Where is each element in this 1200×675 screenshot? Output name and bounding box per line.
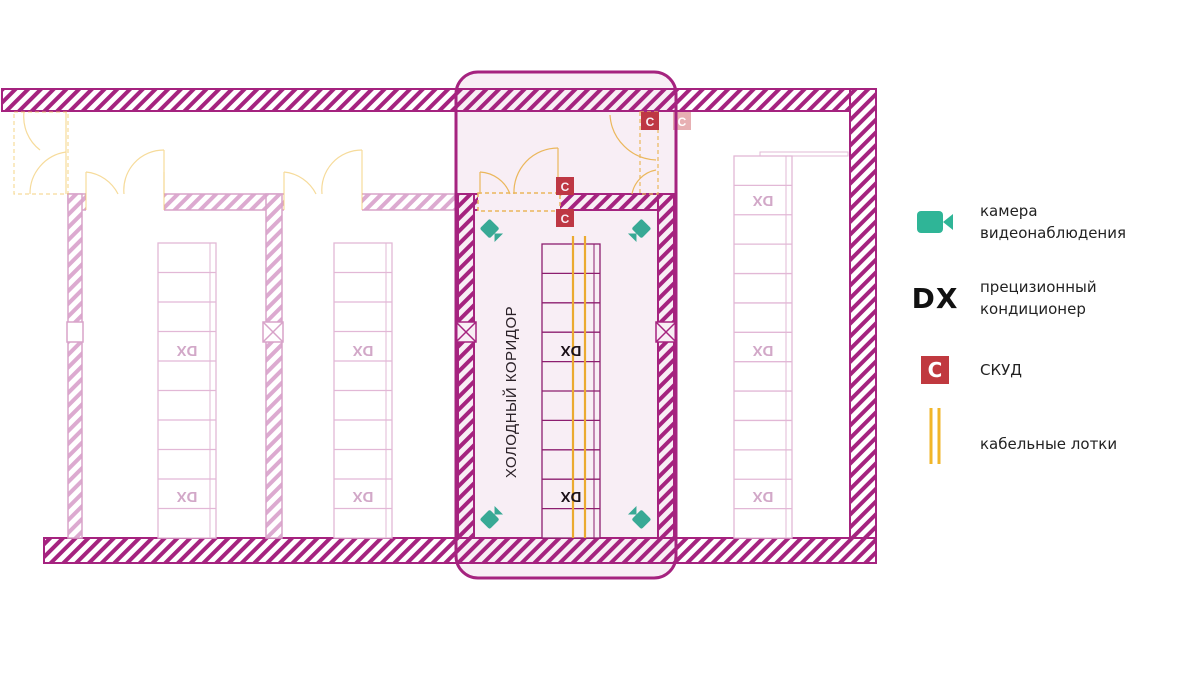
legend-camera-label: камера видеонаблюдения <box>980 202 1127 242</box>
dx-rack-label: DX <box>561 488 582 505</box>
cable-tray-icon <box>912 408 958 464</box>
server-rack <box>733 155 793 539</box>
dx-rack-label: DX <box>753 192 774 209</box>
wall-top <box>1 88 877 112</box>
dx-rack-label: DX <box>177 488 198 505</box>
wall-inner-left <box>67 193 83 539</box>
skud-reader: C <box>556 177 574 195</box>
cold-corridor-highlight <box>454 70 678 580</box>
server-rack <box>541 243 601 539</box>
server-rack <box>157 242 217 539</box>
dx-symbol: DX <box>911 281 959 315</box>
dx-rack-label: DX <box>353 488 374 505</box>
svg-text:C: C <box>561 212 570 226</box>
rack-group <box>157 151 849 539</box>
dx-rack-label: DX <box>561 342 582 359</box>
skud-symbol: C <box>921 356 949 384</box>
legend-skud: C СКУД <box>912 350 1022 390</box>
corridor-wall-left <box>457 193 475 539</box>
skud-reader: C <box>556 209 574 227</box>
dx-rack-label: DX <box>753 342 774 359</box>
wall-bottom <box>43 537 877 564</box>
legend-dx-label: прецизионный кондиционер <box>980 278 1097 318</box>
svg-text:C: C <box>561 180 570 194</box>
cable-tray <box>571 236 587 538</box>
legend-cable-label: кабельные лотки <box>980 435 1118 453</box>
wall-right <box>849 88 877 564</box>
legend-dx: DX прецизионный кондиционер <box>911 278 1097 318</box>
legend-camera: камера видеонаблюдения <box>912 202 1126 242</box>
dx-rack-label: DX <box>353 342 374 359</box>
svg-text:C: C <box>678 115 687 129</box>
corridor-wall-right <box>657 193 675 539</box>
video-camera-icon <box>912 202 958 242</box>
server-rack <box>333 242 393 539</box>
legend-cable: кабельные лотки <box>912 408 1117 464</box>
legend-skud-label: СКУД <box>980 361 1022 379</box>
dx-rack-label: DX <box>753 488 774 505</box>
corridor-label: ХОЛОДНЫЙ КОРИДОР <box>502 306 520 478</box>
svg-text:C: C <box>646 115 655 129</box>
door <box>13 111 363 210</box>
wall-inner-middle <box>265 193 283 539</box>
wall-damper <box>66 321 284 343</box>
dx-rack-label: DX <box>177 342 198 359</box>
skud-reader: C <box>641 112 659 130</box>
